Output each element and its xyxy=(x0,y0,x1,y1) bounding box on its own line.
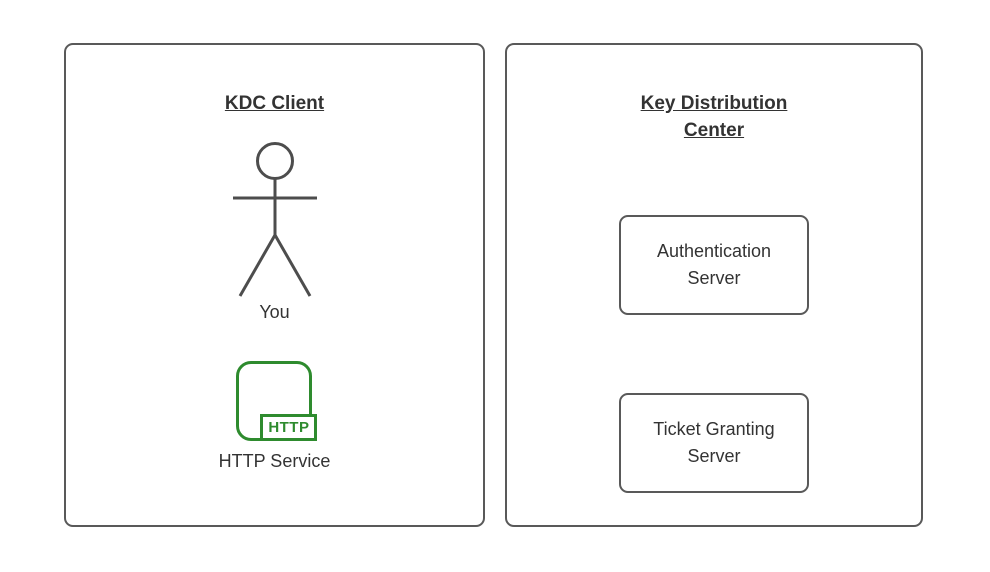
http-service-icon: HTTP xyxy=(236,361,318,441)
kdc-client-panel: KDC Client You HTTP HTTP Service xyxy=(64,43,485,527)
authentication-server-node: Authentication Server xyxy=(619,215,809,315)
key-distribution-center-title: Key Distribution Center xyxy=(640,93,788,141)
actor-label: You xyxy=(259,302,290,322)
http-badge: HTTP xyxy=(260,414,318,441)
stick-figure-actor-icon xyxy=(232,142,317,297)
ticket-granting-server-label: Ticket Granting Server xyxy=(653,419,775,466)
key-distribution-center-panel: Key Distribution Center Authentication S… xyxy=(505,43,923,527)
http-service-label: HTTP Service xyxy=(218,451,331,471)
ticket-granting-server-node: Ticket Granting Server xyxy=(619,393,809,493)
actor-node: You xyxy=(229,141,321,323)
authentication-server-label: Authentication Server xyxy=(656,241,772,288)
kdc-client-title: KDC Client xyxy=(224,93,325,114)
http-service-node: HTTP HTTP Service xyxy=(218,361,331,472)
